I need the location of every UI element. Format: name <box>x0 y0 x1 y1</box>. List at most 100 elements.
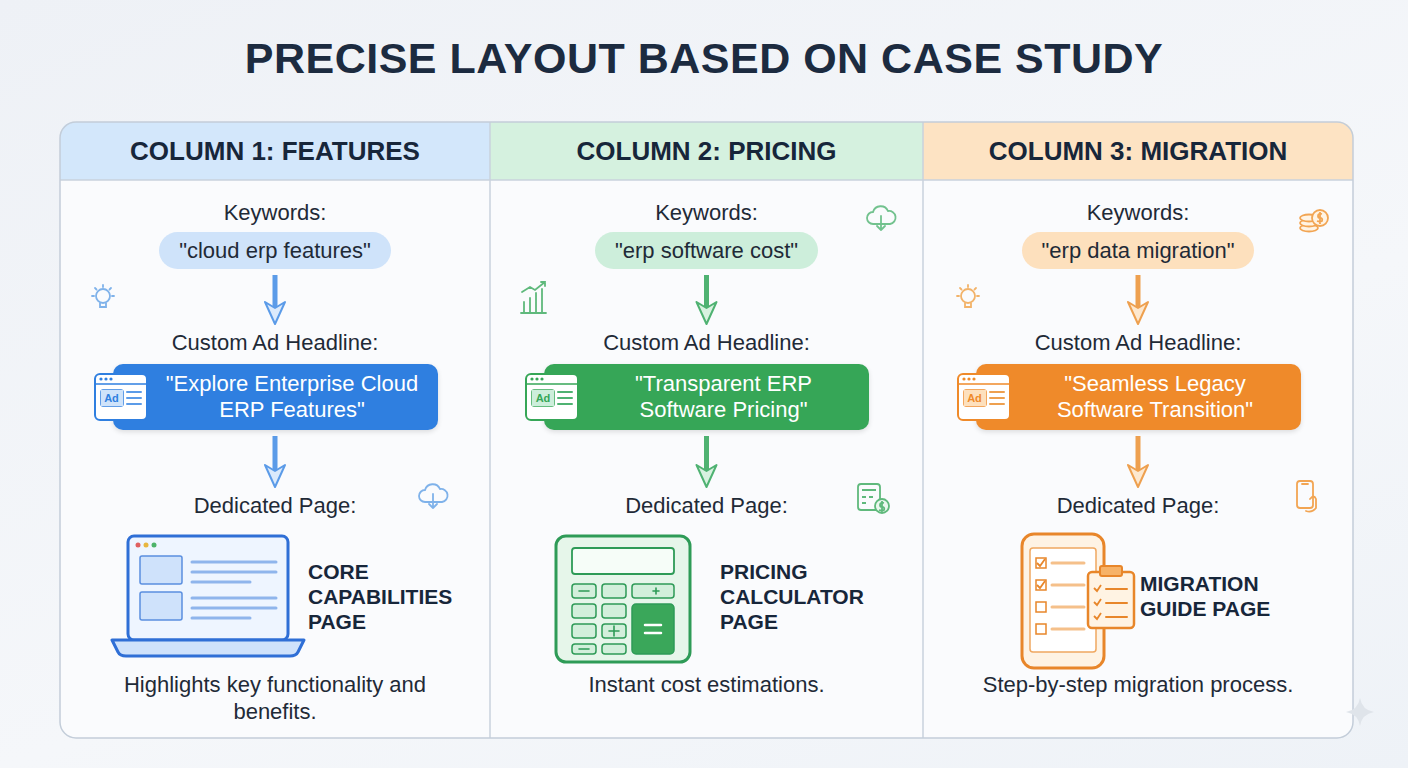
ad-browser-icon <box>990 403 1004 405</box>
column-header: COLUMN 2: PRICING <box>490 122 923 180</box>
phone-checklist-illustration <box>1030 548 1096 652</box>
column-header: COLUMN 1: FEATURES <box>60 122 490 180</box>
section-label: Keywords: <box>490 200 923 226</box>
sparkle-watermark <box>1346 698 1374 726</box>
sparkle-watermark <box>1346 698 1374 726</box>
calculator-illustration <box>602 604 626 618</box>
decor-icons <box>862 490 876 503</box>
section-label: Keywords: <box>60 200 490 226</box>
ad-browser-icon <box>127 403 141 405</box>
column-panel: COLUMN 2: PRICING Keywords: "erp software … <box>490 122 923 738</box>
ad-browser-icon <box>972 377 975 380</box>
calculator-illustration <box>579 588 659 649</box>
flow-arrow <box>1136 275 1141 314</box>
ad-browser-icon <box>964 390 986 406</box>
page-title: PRECISE LAYOUT BASED ON CASE STUDY <box>0 32 1408 84</box>
calculator-illustration <box>602 644 626 654</box>
decor-icons <box>1306 497 1316 512</box>
laptop-illustration <box>140 556 182 584</box>
section-label: Custom Ad Headline: <box>923 330 1353 356</box>
decor-icons <box>1300 210 1328 232</box>
phone-checklist-illustration <box>1088 572 1134 628</box>
column-title: COLUMN 2: PRICING <box>577 136 837 167</box>
table-frame <box>60 122 1353 738</box>
column-title: COLUMN 3: MIGRATION <box>989 136 1288 167</box>
keyword-pill: "erp data migration" <box>1022 232 1255 269</box>
ad-browser-icon <box>558 397 572 399</box>
page-block: Dedicated Page: PRICING CALCULATOR PAGE In… <box>490 493 923 698</box>
decor-icons <box>521 289 546 313</box>
ad-browser-icon <box>962 377 965 380</box>
ad-headline-box: Ad"Explore Enterprise Cloud ERP Features… <box>113 364 438 430</box>
laptop-illustration <box>144 543 149 548</box>
ad-browser-icon <box>530 377 533 380</box>
ad-block: Custom Ad Headline:Ad"Transparent ERP So… <box>490 330 923 430</box>
table-frame <box>489 122 491 738</box>
phone-checklist-illustration <box>1036 624 1046 634</box>
ad-headline-box: Ad"Seamless Legacy Software Transition" <box>976 364 1301 430</box>
table-frame <box>60 179 1353 181</box>
ad-browser-icon <box>127 391 141 393</box>
ad-browser-icon <box>558 391 572 393</box>
laptop-illustration <box>128 536 288 640</box>
ad-browser-icon <box>990 391 1004 393</box>
ad-headline-box: Ad"Transparent ERP Software Pricing" <box>544 364 869 430</box>
ad-browser-icon <box>104 377 107 380</box>
page-block: Dedicated Page:CORE CAPABILITIES PAGEHig… <box>60 493 490 725</box>
phone-checklist-illustration <box>1052 563 1084 629</box>
decor-icons <box>521 282 546 313</box>
ad-tag: Ad <box>532 390 554 406</box>
page-block: Dedicated Page:MIGRATION GUIDE PAGEStep-… <box>923 493 1353 698</box>
ad-tag: Ad <box>964 390 986 406</box>
ad-tag: Ad <box>101 390 123 406</box>
decor-icons <box>1297 481 1313 508</box>
calculator-illustration <box>602 584 626 598</box>
page-description: Instant cost estimations. <box>517 671 897 698</box>
decor-icons <box>867 206 896 230</box>
ad-browser-icon <box>532 390 554 406</box>
keyword-text: "cloud erp features" <box>179 238 371 263</box>
keyword-block: Keywords:"erp data migration" <box>923 200 1353 269</box>
page-name: MIGRATION GUIDE PAGE <box>1140 571 1290 621</box>
page-name: PRICING CALCULATOR PAGE <box>720 559 880 634</box>
ad-browser-icon <box>990 397 1004 399</box>
ad-browser-icon <box>535 377 538 380</box>
ad-block: Custom Ad Headline:Ad"Seamless Legacy So… <box>923 330 1353 430</box>
phone-checklist-illustration <box>1106 589 1127 617</box>
phone-checklist-illustration <box>1022 534 1134 668</box>
phone-checklist-illustration <box>1037 559 1045 588</box>
flow-arrow <box>1136 436 1141 477</box>
keyword-text: "erp software cost" <box>615 238 798 263</box>
calculator-illustration <box>632 604 674 654</box>
decor-icons <box>957 285 979 307</box>
column-panel: COLUMN 3: MIGRATION Keywords:"erp data mi… <box>923 122 1353 738</box>
keyword-block: Keywords: "erp software cost" <box>490 200 923 269</box>
flow-arrow <box>704 436 709 477</box>
calculator-illustration <box>556 536 690 662</box>
page-description: Step-by-step migration process. <box>948 671 1328 698</box>
ad-headline-text: "Transparent ERP Software Pricing" <box>635 371 812 422</box>
page-description: Highlights key functionality and benefit… <box>110 671 440 725</box>
calculator-illustration <box>556 536 690 662</box>
decor-icons <box>1317 212 1322 224</box>
decor-icons <box>875 499 889 513</box>
ad-block: Custom Ad Headline:Ad"Explore Enterprise… <box>60 330 490 430</box>
ad-browser-icon <box>958 383 1010 385</box>
table-frame <box>60 122 490 180</box>
decor-icons <box>522 282 545 292</box>
flow-arrow <box>273 436 278 477</box>
page-name: CORE CAPABILITIES PAGE <box>308 559 478 634</box>
column-title: COLUMN 1: FEATURES <box>130 136 420 167</box>
ad-browser-icon <box>109 377 112 380</box>
ad-headline-text: "Seamless Legacy Software Transition" <box>1057 371 1253 422</box>
flow-arrow <box>273 275 278 314</box>
column-header: COLUMN 3: MIGRATION <box>923 122 1353 180</box>
column-panel: COLUMN 1: FEATURES Keywords: "cloud erp fe… <box>60 122 490 738</box>
section-label: Custom Ad Headline: <box>490 330 923 356</box>
ad-browser-icon <box>95 374 147 420</box>
section-label: Dedicated Page: <box>490 493 923 519</box>
decor-icons <box>92 206 1328 513</box>
keyword-text: "erp data migration" <box>1042 238 1235 263</box>
laptop-illustration <box>140 592 182 620</box>
decor-icons <box>419 484 448 508</box>
